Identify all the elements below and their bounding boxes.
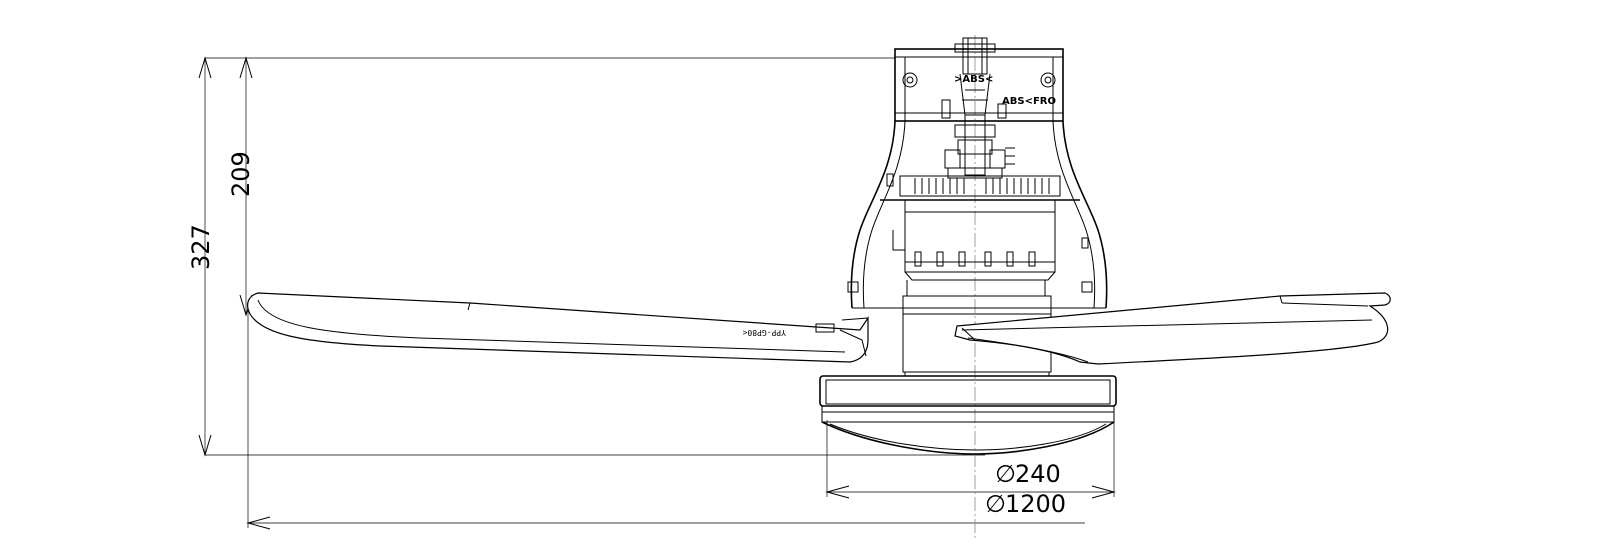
light-diameter-label: 240 [1015, 460, 1061, 488]
motor-fins [914, 178, 1050, 194]
overall-height-label: 327 [187, 224, 215, 270]
dimension-overall-height: 327 [187, 56, 985, 457]
stator-teeth [914, 251, 1036, 267]
top-part-label: >ABS< [954, 74, 993, 85]
blade-span-label: 1200 [1005, 490, 1066, 518]
light-diameter-symbol: ∅ [995, 460, 1016, 488]
mounting-bracket [894, 37, 1064, 122]
mount-height-label: 209 [227, 151, 255, 197]
downrod [944, 114, 1015, 179]
light-kit [819, 372, 1117, 455]
side-part-label: ABS<FRO [1002, 96, 1056, 107]
blade-marking: YPP-GP80< [742, 328, 786, 337]
left-blade [247, 292, 869, 363]
dimension-light-diameter: ∅ 240 [825, 420, 1116, 499]
dimension-mount-height: 209 [227, 56, 255, 317]
dimension-blade-span: ∅ 1200 [246, 310, 1085, 530]
right-blade [954, 292, 1391, 365]
blade-span-symbol: ∅ [985, 490, 1006, 518]
motor-housing [847, 120, 1108, 309]
motor-stator [880, 175, 1080, 281]
